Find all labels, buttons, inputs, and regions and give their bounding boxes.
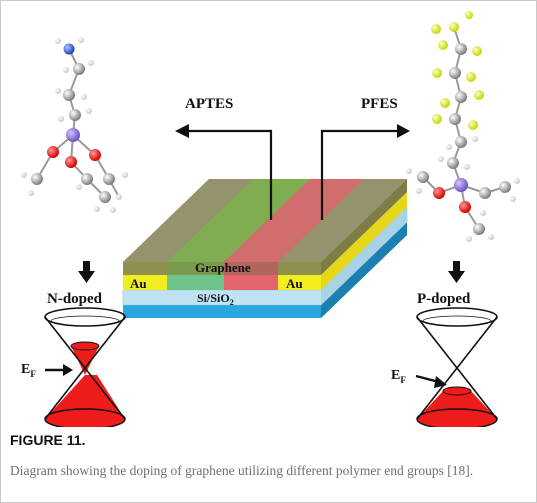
pfes-arrow (320, 124, 410, 220)
ef-right-label: EF (391, 368, 406, 385)
n-channel-front (167, 275, 224, 290)
pfes-molecule-icon (406, 11, 520, 242)
p-channel-front (224, 275, 278, 290)
aptes-label: APTES (185, 96, 233, 112)
ef-left-label: EF (21, 362, 36, 379)
p-doped-region (224, 179, 364, 262)
graphene-device: Graphene Au Au Si/SiO2 (122, 179, 408, 318)
arrow-to-n-doped (78, 261, 95, 283)
ef-right-arrow (415, 374, 447, 388)
aptes-arrow (175, 124, 273, 220)
n-doped-label: N-doped (47, 291, 103, 307)
p-doped-label: P-doped (417, 291, 471, 307)
graphene-label: Graphene (195, 260, 251, 275)
pfes-label: PFES (361, 96, 398, 112)
n-doped-region (167, 179, 310, 262)
au-left-label: Au (130, 276, 147, 291)
substrate-label: Si/SiO2 (197, 291, 234, 307)
au-right-label: Au (286, 276, 303, 291)
dirac-cone-p-icon (416, 307, 498, 427)
figure-title: FIGURE 11. (10, 432, 86, 448)
doping-diagram: Graphene Au Au Si/SiO2 APTES PFES (9, 7, 530, 427)
aptes-molecule-icon (21, 37, 128, 213)
au-left-front (123, 275, 167, 290)
au-right-front (278, 275, 321, 290)
figure-caption: Diagram showing the doping of graphene u… (10, 463, 474, 478)
dirac-cone-icon (44, 307, 126, 427)
ef-left-arrow (45, 364, 73, 376)
arrow-to-p-doped (448, 261, 465, 283)
